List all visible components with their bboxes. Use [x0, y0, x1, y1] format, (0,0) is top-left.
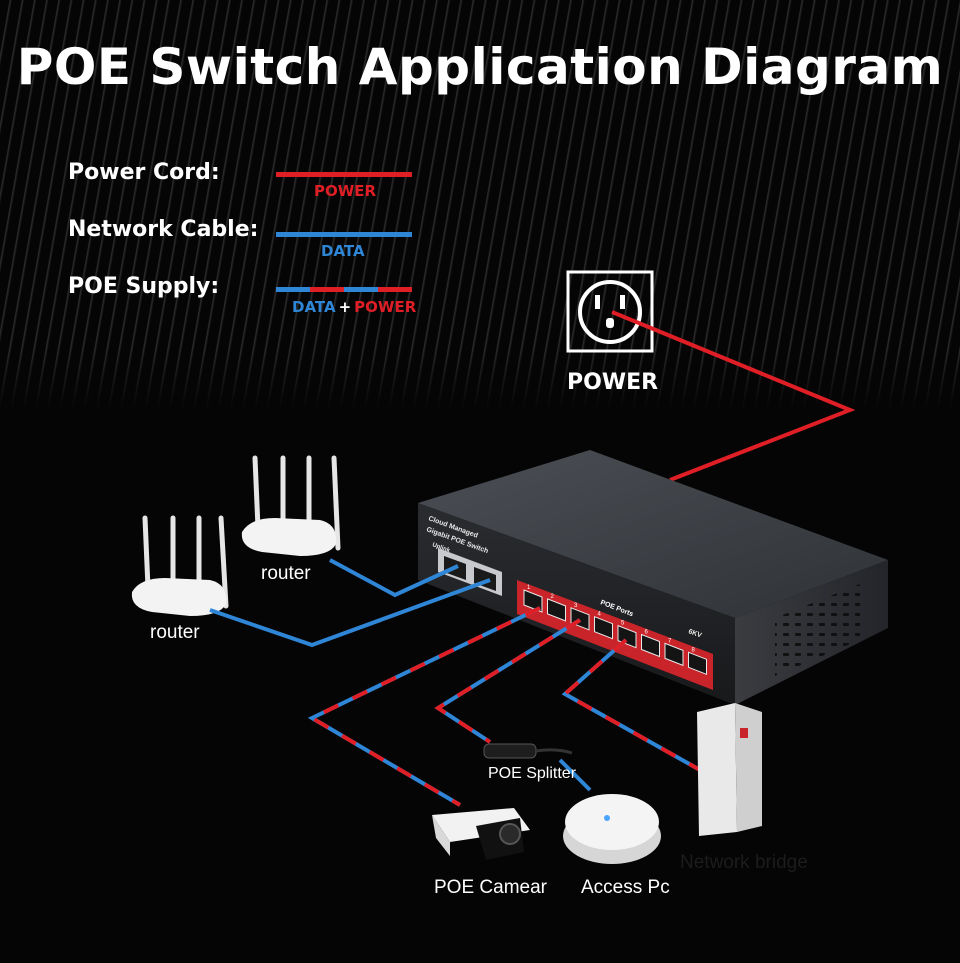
poe-port-number-1: 1 — [527, 585, 531, 591]
switch-top-panel — [418, 450, 888, 618]
network-bridge-front — [697, 703, 737, 836]
legend-poe-tag-power: POWER — [354, 298, 417, 316]
poe-cable-splitter-red — [434, 618, 582, 744]
poe-splitter-lead — [535, 748, 573, 755]
switch-vent — [775, 584, 860, 676]
poe-port-number-6: 6 — [645, 630, 649, 636]
poe-camera-side — [432, 815, 450, 856]
power-outlet-slot-right — [620, 295, 625, 309]
router-2-body — [241, 518, 337, 556]
access-point-label: Access Pc — [581, 877, 670, 898]
router-2-antenna-1 — [252, 455, 261, 531]
poe-splitter-body — [483, 743, 537, 759]
poe-port-number-3: 3 — [574, 603, 578, 609]
router-1 — [131, 515, 229, 616]
page-title: POE Switch Application Diagram — [16, 38, 944, 96]
legend-poe-supply-label: POE Supply: — [68, 274, 220, 299]
power-outlet — [566, 270, 654, 353]
router-1-label: router — [150, 622, 200, 643]
striped-background — [0, 0, 960, 410]
poe-port-6[interactable] — [641, 633, 660, 658]
router-1-antenna-4 — [218, 515, 229, 609]
legend-power-tag: POWER — [314, 182, 377, 200]
legend-poe-tag: DATA+POWER — [292, 298, 416, 316]
poe-camera — [432, 808, 530, 860]
power-outlet-frame — [566, 270, 654, 353]
poe-port-2[interactable] — [547, 598, 566, 622]
network-bridge-indicator — [740, 728, 748, 738]
power-outlet-label: POWER — [567, 370, 659, 395]
legend-poe-tag-data: DATA — [292, 298, 336, 316]
legend-power-line — [276, 172, 412, 177]
power-outlet-ground — [606, 318, 614, 328]
poe-ports: 1 2 3 4 5 6 7 8 — [523, 585, 707, 676]
access-point-led — [604, 815, 610, 821]
power-outlet-slot-left — [595, 295, 600, 309]
poe-switch: Cloud Managed Gigabit POE Switch Uplink … — [418, 450, 888, 705]
legend-poe-line — [276, 287, 412, 292]
poe-port-7[interactable] — [664, 642, 684, 667]
poe-port-number-7: 7 — [668, 638, 672, 644]
data-cable-router-1 — [209, 578, 491, 648]
poe-port-number-8: 8 — [692, 647, 696, 653]
power-cord — [611, 310, 856, 482]
data-cable-router-2 — [329, 558, 459, 598]
switch-surge-label: 6KV — [687, 628, 703, 639]
poe-port-number-2: 2 — [551, 594, 555, 600]
legend-poe-tag-plus: + — [338, 298, 352, 316]
network-bridge-label: Network bridge — [680, 852, 808, 873]
router-1-body — [131, 578, 227, 616]
access-point-top — [565, 794, 659, 850]
poe-splitter — [483, 743, 573, 759]
poe-cable-bridge-blue — [561, 638, 701, 772]
poe-port-number-5: 5 — [621, 621, 625, 627]
legend-data-line — [276, 232, 412, 237]
network-bridge — [697, 703, 762, 836]
router-1-antenna-1 — [142, 515, 151, 591]
legend-data-tag: DATA — [321, 242, 365, 260]
network-bridge-side — [735, 703, 762, 832]
legend-network-cable-label: Network Cable: — [68, 217, 259, 242]
access-point — [563, 794, 661, 864]
poe-cables — [307, 606, 701, 807]
data-cable-access-point — [558, 758, 592, 792]
router-2-label: router — [261, 563, 311, 584]
poe-camera-lens — [499, 823, 521, 845]
poe-camera-label: POE Camear — [434, 877, 547, 898]
power-outlet-face — [578, 280, 642, 344]
poe-port-number-4: 4 — [598, 612, 602, 618]
poe-cable-camera-red — [307, 606, 541, 807]
router-2-antenna-4 — [331, 455, 341, 551]
poe-port-4[interactable] — [594, 615, 613, 640]
poe-port-1[interactable] — [523, 589, 543, 613]
poe-splitter-label: POE Splitter — [488, 765, 577, 782]
router-2 — [241, 455, 341, 556]
poe-port-8[interactable] — [688, 651, 707, 676]
legend-power-cord-label: Power Cord: — [68, 160, 220, 185]
